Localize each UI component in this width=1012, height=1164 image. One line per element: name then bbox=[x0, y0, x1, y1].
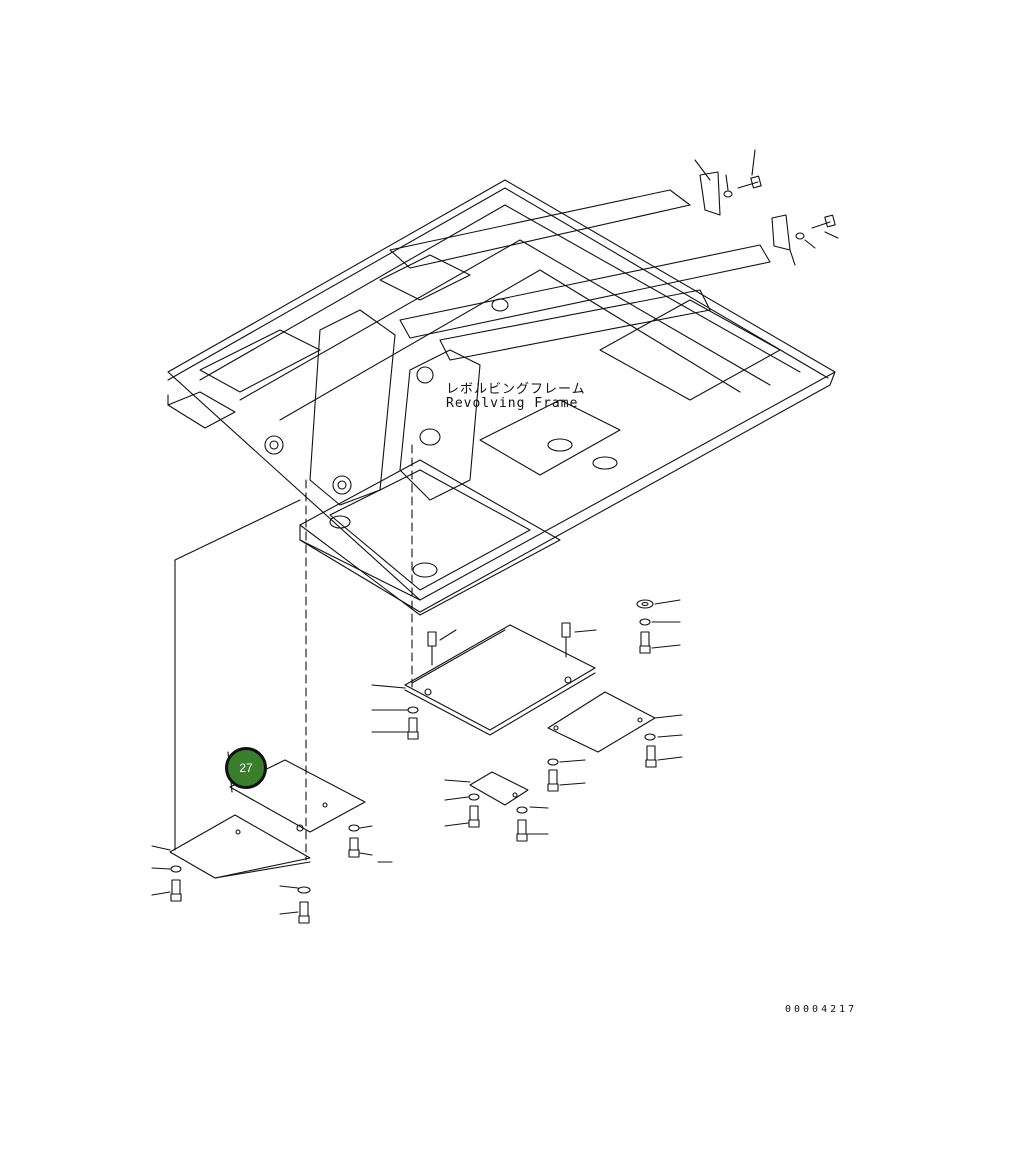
cover-plate-large bbox=[404, 622, 597, 736]
cover-plate-small bbox=[469, 771, 529, 806]
cover-plate-lower-b bbox=[169, 814, 311, 879]
drawing-number: 00004217 bbox=[785, 1004, 858, 1015]
part-leaders bbox=[151, 599, 683, 915]
frame-label-english: Revolving Frame bbox=[446, 396, 579, 411]
assembly-centerlines bbox=[305, 444, 413, 861]
fasteners bbox=[170, 599, 657, 924]
cover-plate-medium bbox=[547, 691, 656, 753]
revolving-frame bbox=[167, 149, 839, 616]
frame-label-japanese: レボルビングフレーム bbox=[446, 382, 586, 397]
leader-line bbox=[174, 499, 301, 851]
part-callout-marker[interactable]: 27 bbox=[225, 747, 267, 789]
